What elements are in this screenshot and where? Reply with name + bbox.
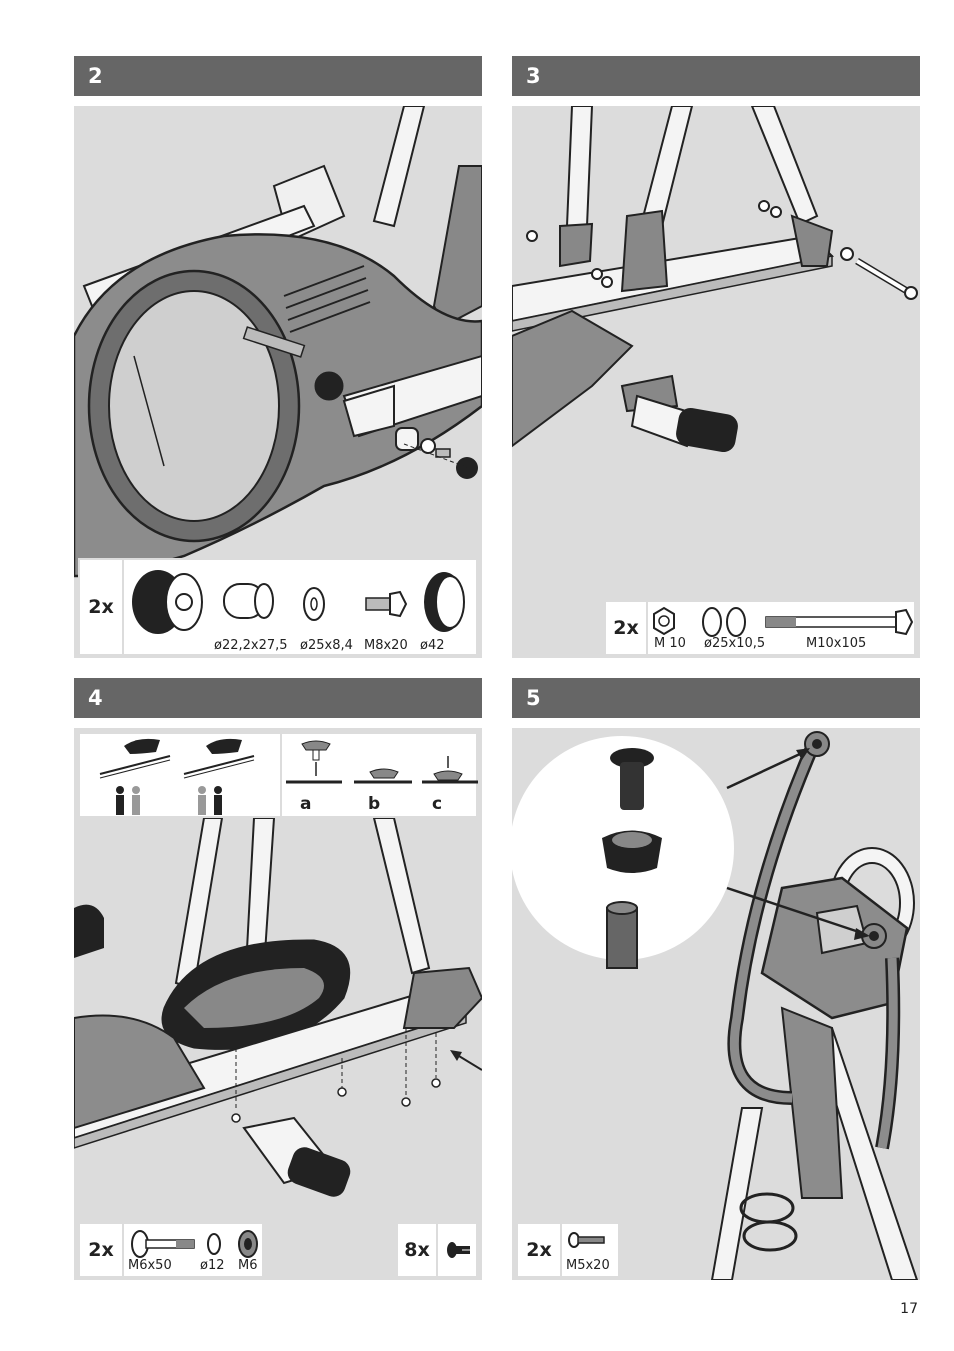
nut-icon [653,606,675,636]
step-4-parts-icons [131,1230,258,1258]
step-5-parts-legend: 2x M5x20 [516,1222,620,1278]
part-label-nut: M6 [238,1258,258,1273]
step-2-parts-icons [132,570,465,634]
step-4-instruction-inset: a b c [78,732,478,818]
step-4-panel: 4 [74,678,482,1280]
long-bolt-icon [765,608,914,636]
step-3-parts-icons [653,606,914,637]
step-2-parts-legend: 2x ø22,2x27,5 ø25x8,4 M8x20 ø42 [78,558,478,656]
step-4-quantity: 2x [80,1224,124,1276]
part-label-washer: ø12 [200,1258,225,1273]
step-3-header: 3 [512,56,920,96]
step-4-illustration [74,728,482,1280]
step-4-rivet-legend: 8x [396,1222,478,1278]
rivet-icon [447,1242,470,1258]
step-4-header: 4 [74,678,482,718]
part-label-bolt: M6x50 [128,1258,172,1273]
step-2-header: 2 [74,56,482,96]
step-5-header: 5 [512,678,920,718]
step-2-illustration [74,106,482,658]
part-label-washer: ø25x8,4 [300,638,353,653]
part-label-washer: ø25x10,5 [704,636,766,651]
bolt-icon [365,590,408,618]
bearing-icon [132,570,203,634]
washer-icon [702,607,746,637]
handlebar-and-console-drawing [512,731,919,1280]
part-label-bolt: M8x20 [364,638,408,653]
part-label-cap: ø42 [420,638,445,653]
step-2-quantity: 2x [80,560,124,654]
step-2-panel: 2 [74,56,482,658]
grommet-detail [602,748,662,969]
step-4-rivet-quantity: 8x [398,1224,438,1276]
frame-and-crank-drawing [74,106,482,578]
step-4-parts-legend: 2x M6x50 ø12 M6 [78,1222,264,1278]
pedal-assembly-drawing [74,817,482,1197]
part-label-spacer: ø22,2x27,5 [214,638,288,653]
step-3-illustration [512,106,920,658]
sub-step-c: c [432,794,443,814]
washer-icon [207,1233,221,1255]
bolt-icon [131,1230,195,1258]
screw-icon [568,1232,605,1248]
step-5-panel: 5 [512,678,920,1280]
spacer-tube-icon [223,583,274,619]
rail-and-arms-drawing [512,106,918,453]
part-label-bolt: M10x105 [806,636,867,651]
sub-step-a: a [300,794,312,814]
sub-step-b: b [368,794,381,814]
end-cap-icon [424,572,465,632]
lock-nut-icon [238,1230,258,1258]
step-5-quantity: 2x [518,1224,562,1276]
step-3-parts-legend: 2x M 10 ø25x10,5 M10x105 [604,600,916,656]
page-number: 17 [900,1301,918,1317]
washer-icon [303,587,325,621]
part-label-nut: M 10 [654,636,686,651]
step-5-illustration [512,728,920,1280]
two-person-lift-icon [99,738,255,815]
step-3-panel: 3 [512,56,920,658]
step-3-quantity: 2x [606,602,648,654]
inset-divider [280,734,282,816]
part-label-screw: M5x20 [566,1258,610,1273]
rivet-install-icons [286,740,478,784]
